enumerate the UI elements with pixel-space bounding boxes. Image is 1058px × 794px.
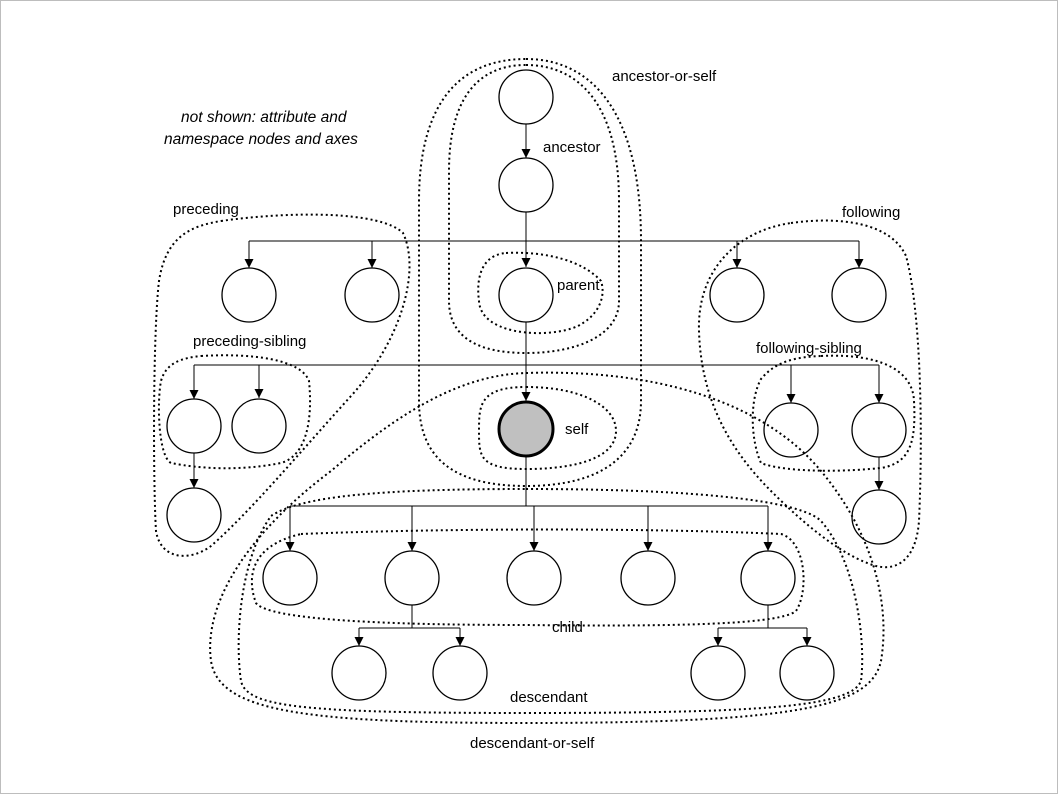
node-child-5 bbox=[740, 550, 796, 606]
note-line-1: not shown: attribute and bbox=[181, 109, 348, 126]
label-ancestor-or-self: ancestor-or-self bbox=[612, 68, 717, 85]
label-ancestor: ancestor bbox=[543, 139, 601, 156]
region-descendant-or-self bbox=[209, 371, 885, 725]
axis-labels: ancestor-or-self ancestor parent self pr… bbox=[173, 68, 900, 752]
node-child-4 bbox=[620, 550, 676, 606]
region-parent bbox=[477, 251, 604, 335]
node-preceding-2 bbox=[344, 267, 400, 323]
node-preceding-sibling-2 bbox=[231, 398, 287, 454]
note: not shown: attribute and namespace nodes… bbox=[164, 109, 358, 148]
node-following-sibling-child bbox=[851, 489, 907, 545]
region-child bbox=[250, 528, 805, 627]
label-following-sibling: following-sibling bbox=[756, 340, 862, 357]
node-preceding-sibling-1 bbox=[166, 398, 222, 454]
label-child: child bbox=[552, 619, 583, 636]
label-parent: parent bbox=[557, 277, 600, 294]
node-grandchild-1 bbox=[331, 645, 387, 701]
node-following-2 bbox=[831, 267, 887, 323]
node-ancestor bbox=[498, 157, 554, 213]
note-line-2: namespace nodes and axes bbox=[164, 131, 358, 148]
node-following-sibling-2 bbox=[851, 402, 907, 458]
edges bbox=[189, 124, 884, 646]
node-parent bbox=[498, 267, 554, 323]
node-child-1 bbox=[262, 550, 318, 606]
axis-regions bbox=[153, 57, 922, 725]
label-preceding: preceding bbox=[173, 201, 239, 218]
node-self bbox=[497, 400, 555, 458]
region-following-sibling bbox=[751, 354, 916, 472]
node-child-2 bbox=[384, 550, 440, 606]
region-preceding-sibling bbox=[157, 354, 312, 470]
region-ancestor-or-self bbox=[418, 57, 642, 488]
label-descendant: descendant bbox=[510, 689, 588, 706]
node-grandchild-2 bbox=[432, 645, 488, 701]
label-following: following bbox=[842, 204, 900, 221]
nodes bbox=[166, 69, 907, 701]
region-preceding bbox=[153, 213, 411, 557]
node-preceding-sibling-child bbox=[166, 487, 222, 543]
node-grandparent bbox=[498, 69, 554, 125]
node-preceding-1 bbox=[221, 267, 277, 323]
label-self: self bbox=[565, 421, 589, 438]
label-preceding-sibling: preceding-sibling bbox=[193, 333, 306, 350]
node-grandchild-3 bbox=[690, 645, 746, 701]
region-self bbox=[477, 385, 618, 471]
node-following-1 bbox=[709, 267, 765, 323]
node-grandchild-4 bbox=[779, 645, 835, 701]
region-following bbox=[697, 219, 922, 569]
node-child-3 bbox=[506, 550, 562, 606]
label-descendant-or-self: descendant-or-self bbox=[470, 735, 595, 752]
node-following-sibling-1 bbox=[763, 402, 819, 458]
